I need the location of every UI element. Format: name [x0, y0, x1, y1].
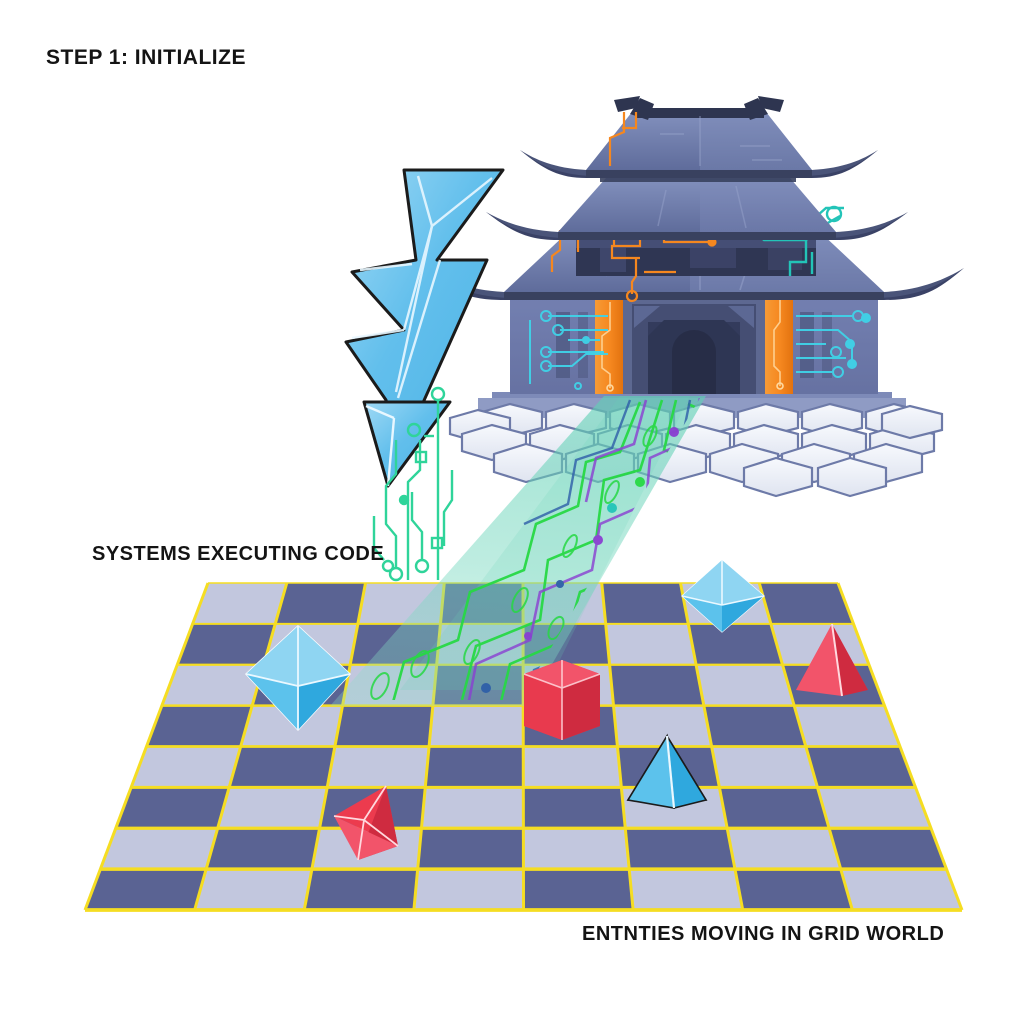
grid-tile[interactable]	[523, 787, 626, 829]
grid-tile[interactable]	[192, 583, 287, 624]
grid-tile[interactable]	[429, 705, 524, 747]
entity-pyramid-blue-center[interactable]	[626, 733, 708, 810]
temple-roof-top	[520, 96, 878, 178]
grid-tile[interactable]	[217, 787, 328, 829]
hex-plaza	[448, 402, 944, 498]
grid-tile[interactable]	[421, 787, 524, 829]
grid-tile[interactable]	[275, 583, 366, 624]
grid-tile[interactable]	[613, 705, 712, 747]
grid-tile[interactable]	[523, 869, 634, 910]
temple-gate	[618, 288, 770, 394]
cyber-pagoda	[424, 96, 964, 498]
grid-tile[interactable]	[206, 828, 320, 870]
grid-tile[interactable]	[727, 828, 841, 870]
grid-tile[interactable]	[146, 705, 253, 747]
entity-cube-red[interactable]	[523, 660, 601, 740]
grid-tile[interactable]	[229, 746, 335, 788]
temple-roof-middle	[486, 178, 908, 240]
grid-tile[interactable]	[417, 828, 524, 870]
grid-entities[interactable]	[245, 559, 868, 861]
page-title: STEP 1: INITIALIZE	[46, 46, 246, 69]
grid-tile[interactable]	[609, 664, 704, 706]
grid-tile[interactable]	[605, 623, 697, 665]
grid-tile[interactable]	[805, 746, 916, 788]
grid-tile[interactable]	[794, 705, 900, 747]
label-entities-moving-grid: ENTNTIES MOVING IN GRID WORLD	[582, 923, 945, 945]
grid-tile[interactable]	[327, 746, 430, 788]
grid-tile[interactable]	[131, 746, 241, 788]
entity-pyramid-red-right[interactable]	[796, 623, 868, 697]
entity-tetrahedron-red-left[interactable]	[333, 785, 399, 861]
grid-tile[interactable]	[734, 869, 853, 910]
grid-tile[interactable]	[817, 787, 931, 829]
entity-octahedron-blue-left[interactable]	[245, 625, 351, 732]
wall-circuit-traces-right	[796, 310, 871, 378]
accent-pillar-left	[595, 294, 623, 394]
grid-tile[interactable]	[629, 869, 743, 910]
grid-tile[interactable]	[625, 828, 735, 870]
grid-tile[interactable]	[413, 869, 524, 910]
grid-tile[interactable]	[759, 583, 854, 624]
entity-octahedron-blue-top[interactable]	[681, 559, 765, 633]
grid-tile[interactable]	[194, 869, 312, 910]
grid-tile[interactable]	[177, 623, 276, 665]
grid-tile[interactable]	[829, 828, 947, 870]
grid-tile[interactable]	[696, 664, 795, 706]
grid-tile[interactable]	[425, 746, 524, 788]
grid-tile[interactable]	[304, 869, 418, 910]
grid-tile[interactable]	[601, 583, 689, 624]
grid-tile[interactable]	[523, 746, 622, 788]
grid-tile[interactable]	[161, 664, 264, 706]
label-systems-executing-code: SYSTEMS EXECUTING CODE	[92, 543, 385, 565]
wall-circuit-traces-left	[529, 310, 608, 390]
grid-tile[interactable]	[240, 705, 343, 747]
grid-tile[interactable]	[688, 623, 783, 665]
circuit-tendrils	[372, 386, 454, 582]
grid-tile[interactable]	[523, 828, 630, 870]
grid-tile[interactable]	[334, 705, 433, 747]
grid-tile[interactable]	[115, 787, 230, 829]
grid-tile[interactable]	[719, 787, 830, 829]
grid-tile[interactable]	[100, 828, 218, 870]
grid-tile[interactable]	[85, 869, 207, 910]
grid-tile[interactable]	[711, 746, 818, 788]
accent-pillar-right	[765, 294, 793, 394]
grid-tile[interactable]	[703, 705, 806, 747]
grid-tile[interactable]	[840, 869, 962, 910]
